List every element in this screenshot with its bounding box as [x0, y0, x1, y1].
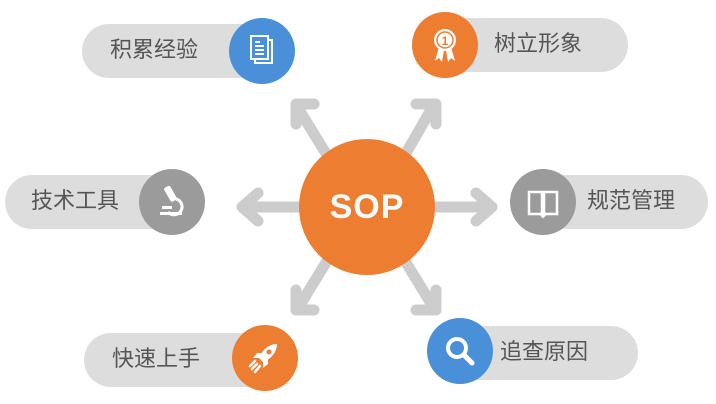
open-book-icon [510, 169, 576, 235]
award-ribbon-icon: 1 [412, 12, 478, 78]
node-label: 技术工具 [31, 189, 120, 214]
node-label: 快速上手 [112, 347, 201, 372]
node-label: 积累经验 [110, 38, 199, 63]
microscope-icon [139, 169, 205, 235]
document-icon [229, 18, 295, 84]
node-label: 规范管理 [587, 189, 676, 214]
award-number: 1 [442, 34, 449, 48]
sop-label: SOP [329, 187, 405, 226]
rocket-icon [232, 325, 298, 391]
sop-center-node: SOP [299, 139, 435, 275]
magnifier-icon [427, 318, 493, 384]
node-label: 追查原因 [500, 340, 589, 365]
node-label: 树立形象 [494, 32, 583, 57]
